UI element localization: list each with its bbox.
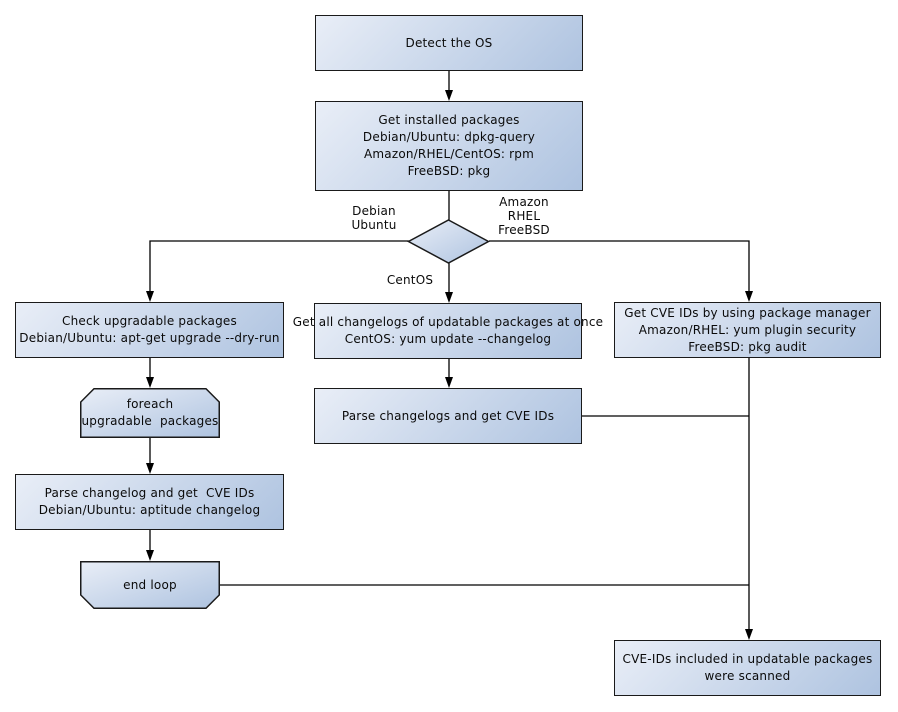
node-end-loop-label: end loop [123, 577, 177, 592]
node-get-all-changelogs-label: Get all changelogs of updatable packages… [292, 315, 604, 346]
edge-label-debian-ubuntu: Debian Ubuntu [351, 204, 397, 232]
node-get-installed-packages: Get installed packages Debian/Ubuntu: dp… [315, 101, 583, 191]
loop-end-shape [80, 561, 220, 609]
node-cve-ids-scanned: CVE-IDs included in updatable packages w… [614, 640, 881, 696]
node-parse-changelog-each: Parse changelog and get CVE IDs Debian/U… [15, 474, 284, 530]
node-parse-changelogs-once-label: Parse changelogs and get CVE IDs [341, 408, 555, 423]
node-parse-changelogs-once: Parse changelogs and get CVE IDs [314, 388, 582, 444]
node-foreach-loop: foreach upgradable packages [80, 388, 220, 438]
edge-label-centos: CentOS [386, 273, 434, 287]
node-check-upgradable-packages-label: Check upgradable packages Debian/Ubuntu:… [19, 314, 280, 345]
node-parse-changelog-each-label: Parse changelog and get CVE IDs Debian/U… [38, 486, 261, 517]
node-end-loop: end loop [80, 561, 220, 609]
node-get-all-changelogs: Get all changelogs of updatable packages… [293, 303, 603, 359]
node-detect-os-label: Detect the OS [405, 35, 493, 50]
node-get-cve-ids-package-manager: Get CVE IDs by using package manager Ama… [614, 302, 881, 358]
node-detect-os: Detect the OS [315, 15, 583, 71]
edge-label-amazon-rhel-freebsd: Amazon RHEL FreeBSD [498, 195, 550, 237]
node-check-upgradable-packages: Check upgradable packages Debian/Ubuntu:… [15, 302, 284, 358]
arrowheads [146, 90, 753, 640]
os-decision-diamond [406, 219, 491, 264]
node-foreach-loop-label: foreach upgradable packages [81, 397, 219, 428]
node-get-cve-ids-package-manager-label: Get CVE IDs by using package manager Ama… [624, 305, 871, 354]
node-get-installed-packages-label: Get installed packages Debian/Ubuntu: dp… [362, 113, 536, 178]
node-cve-ids-scanned-label: CVE-IDs included in updatable packages w… [622, 652, 873, 683]
loop-start-shape [80, 388, 220, 438]
